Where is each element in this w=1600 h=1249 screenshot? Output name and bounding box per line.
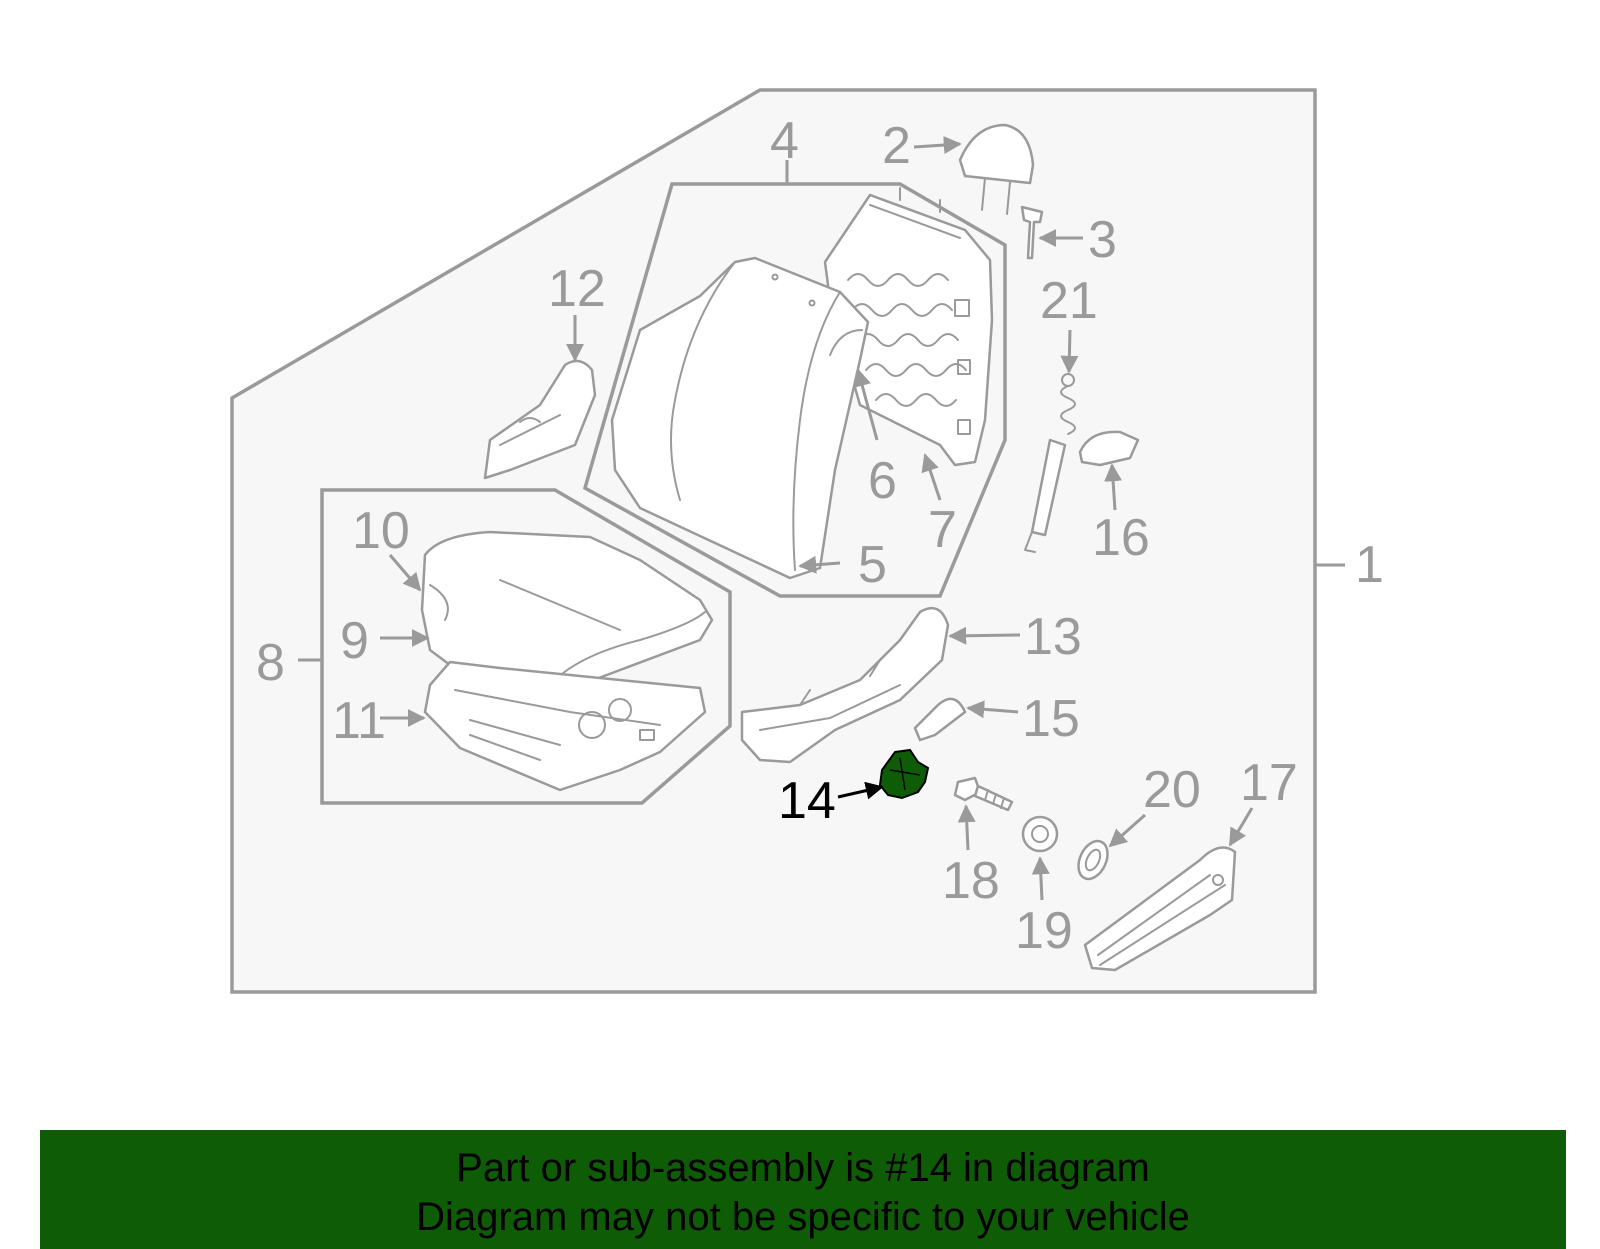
callout-13: 13	[1024, 608, 1082, 666]
cushion-group-frame	[320, 488, 732, 805]
banner-line-part-number: Part or sub-assembly is #14 in diagram	[456, 1146, 1150, 1190]
seatback-cover-part	[610, 256, 870, 580]
banner-line-disclaimer: Diagram may not be specific to your vehi…	[416, 1195, 1190, 1239]
side-shield-part	[740, 606, 950, 764]
callout-12: 12	[548, 260, 606, 318]
callout-9: 9	[340, 612, 369, 670]
callout-7: 7	[928, 501, 957, 559]
callout-11: 11	[332, 692, 386, 750]
callout-5: 5	[858, 536, 887, 594]
recliner-handle-part	[1078, 430, 1140, 467]
nut-part	[1021, 815, 1059, 853]
callout-4: 4	[770, 112, 799, 170]
callout-17: 17	[1240, 754, 1298, 812]
callout-20: 20	[1143, 761, 1201, 819]
seat-cushion-part	[420, 530, 714, 704]
callout-2: 2	[882, 117, 911, 175]
callout-15: 15	[1022, 690, 1080, 748]
small-cover-part	[913, 697, 967, 742]
headrest-guide-part	[1020, 205, 1044, 260]
callout-3: 3	[1088, 211, 1117, 269]
callout-16: 16	[1092, 509, 1150, 567]
headrest-part	[958, 123, 1035, 215]
knob-part-highlighted	[878, 748, 930, 800]
info-banner: Part or sub-assembly is #14 in diagram D…	[40, 1130, 1566, 1249]
leader-lines	[298, 136, 1345, 901]
washer-part	[1077, 839, 1109, 881]
callout-21: 21	[1040, 272, 1098, 330]
callout-6: 6	[868, 452, 897, 510]
callout-10: 10	[352, 502, 410, 560]
callout-14: 14	[778, 772, 836, 830]
armrest-part	[1083, 846, 1237, 972]
recliner-spring-part	[1024, 373, 1076, 553]
callout-1: 1	[1355, 536, 1384, 594]
callout-19: 19	[1015, 902, 1073, 960]
cushion-frame-part	[423, 660, 707, 792]
callout-18: 18	[942, 852, 1000, 910]
callout-8: 8	[256, 634, 285, 692]
seatback-group-frame	[582, 182, 1007, 598]
bolt-part	[953, 776, 1014, 812]
